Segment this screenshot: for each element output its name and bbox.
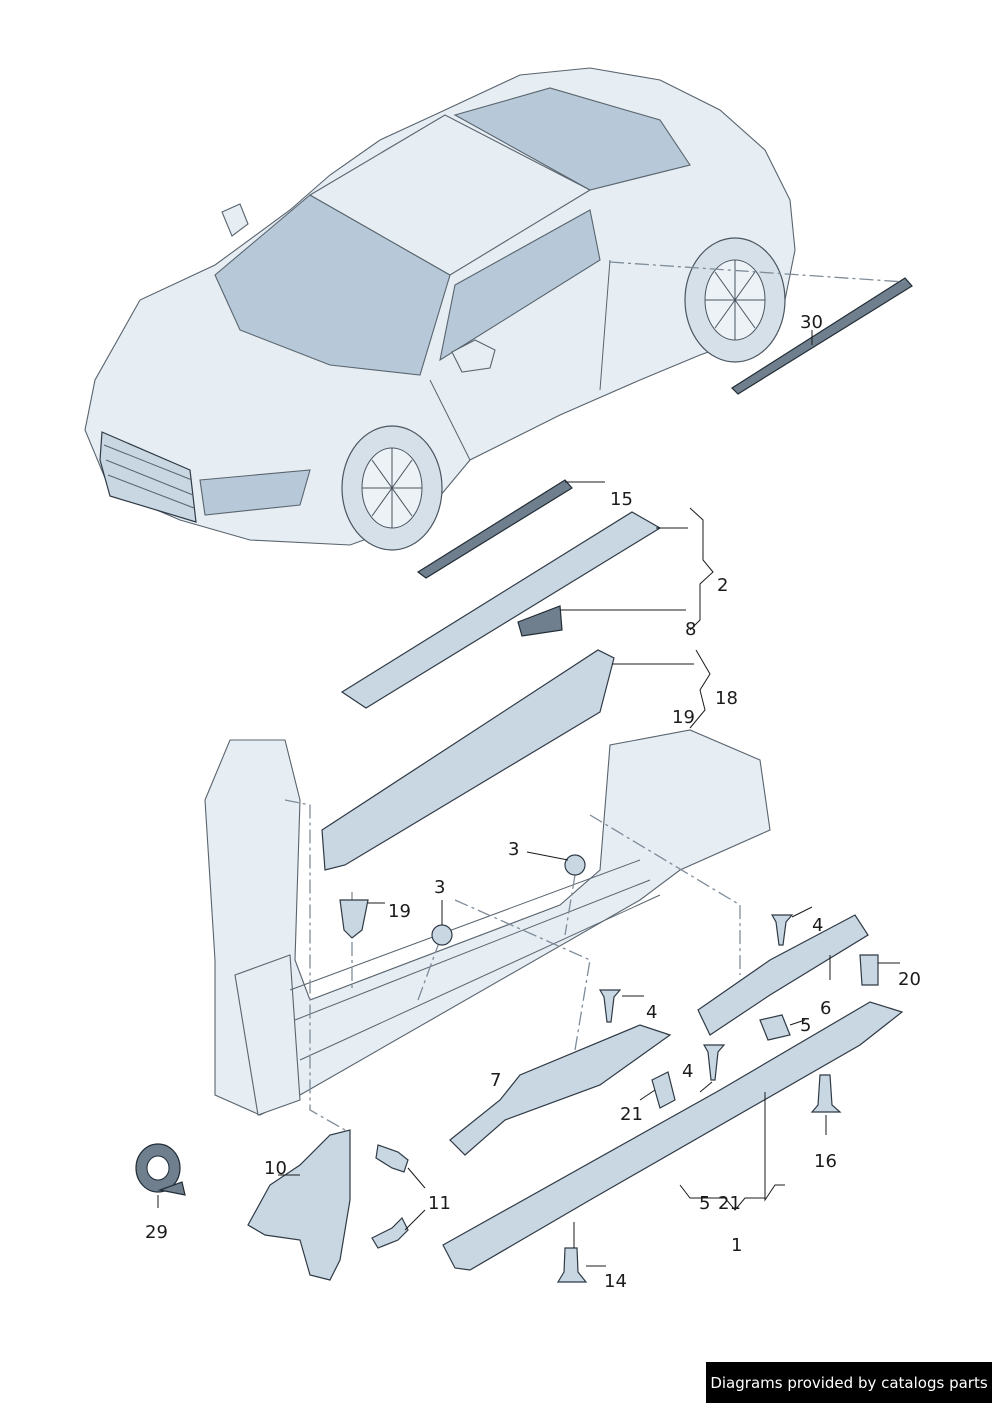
clip-21a bbox=[651, 1071, 676, 1109]
bracket-7 bbox=[449, 1024, 672, 1156]
callout-11: 11 bbox=[428, 1193, 451, 1214]
sill-light-8 bbox=[517, 605, 563, 637]
clip-19 bbox=[339, 899, 369, 939]
bracket-10 bbox=[247, 1129, 351, 1281]
callout-20: 20 bbox=[898, 969, 921, 990]
screw-14 bbox=[556, 1247, 588, 1283]
sill-panel-18 bbox=[321, 649, 615, 871]
callout-30: 30 bbox=[800, 312, 823, 333]
callout-4b: 4 bbox=[646, 1002, 657, 1023]
callout-15: 15 bbox=[610, 489, 633, 510]
callout-18: 18 bbox=[715, 688, 738, 709]
credit-text: Diagrams provided by catalogs parts bbox=[710, 1373, 988, 1392]
car-illustration bbox=[84, 67, 796, 551]
callout-4a: 4 bbox=[812, 915, 823, 936]
screw-4b bbox=[598, 989, 622, 1023]
callout-10: 10 bbox=[264, 1158, 287, 1179]
seal-strip-15 bbox=[416, 479, 573, 579]
callout-6: 6 bbox=[820, 998, 831, 1019]
callout-2: 2 bbox=[717, 575, 728, 596]
callout-21b: 21 bbox=[718, 1193, 741, 1214]
body-shell bbox=[204, 729, 771, 1116]
callout-16: 16 bbox=[814, 1151, 837, 1172]
callout-1: 1 bbox=[731, 1235, 742, 1256]
bolt-11b bbox=[371, 1216, 409, 1249]
bolt-11a bbox=[375, 1144, 409, 1173]
bracket-6 bbox=[697, 914, 869, 1036]
callout-5a: 5 bbox=[800, 1015, 811, 1036]
callout-5b: 5 bbox=[699, 1193, 710, 1214]
callout-4c: 4 bbox=[682, 1061, 693, 1082]
callout-21a: 21 bbox=[620, 1104, 643, 1125]
screw-16 bbox=[810, 1074, 842, 1113]
callout-14: 14 bbox=[604, 1271, 627, 1292]
callout-8: 8 bbox=[685, 619, 696, 640]
side-strip-30 bbox=[731, 277, 913, 395]
clip-5a bbox=[759, 1014, 791, 1041]
callout-29: 29 bbox=[145, 1222, 168, 1243]
clip-3b bbox=[564, 854, 586, 876]
clip-20 bbox=[859, 954, 879, 986]
credit-banner: Diagrams provided by catalogs parts bbox=[706, 1362, 992, 1403]
screw-4a bbox=[770, 914, 794, 946]
callout-3b: 3 bbox=[508, 839, 519, 860]
clip-3a bbox=[431, 924, 453, 946]
sill-beam-1 bbox=[442, 1001, 904, 1271]
callout-19a: 19 bbox=[672, 707, 695, 728]
callout-19b: 19 bbox=[388, 901, 411, 922]
screw-4c bbox=[702, 1044, 726, 1081]
callout-7: 7 bbox=[490, 1070, 501, 1091]
callout-3a: 3 bbox=[434, 877, 445, 898]
